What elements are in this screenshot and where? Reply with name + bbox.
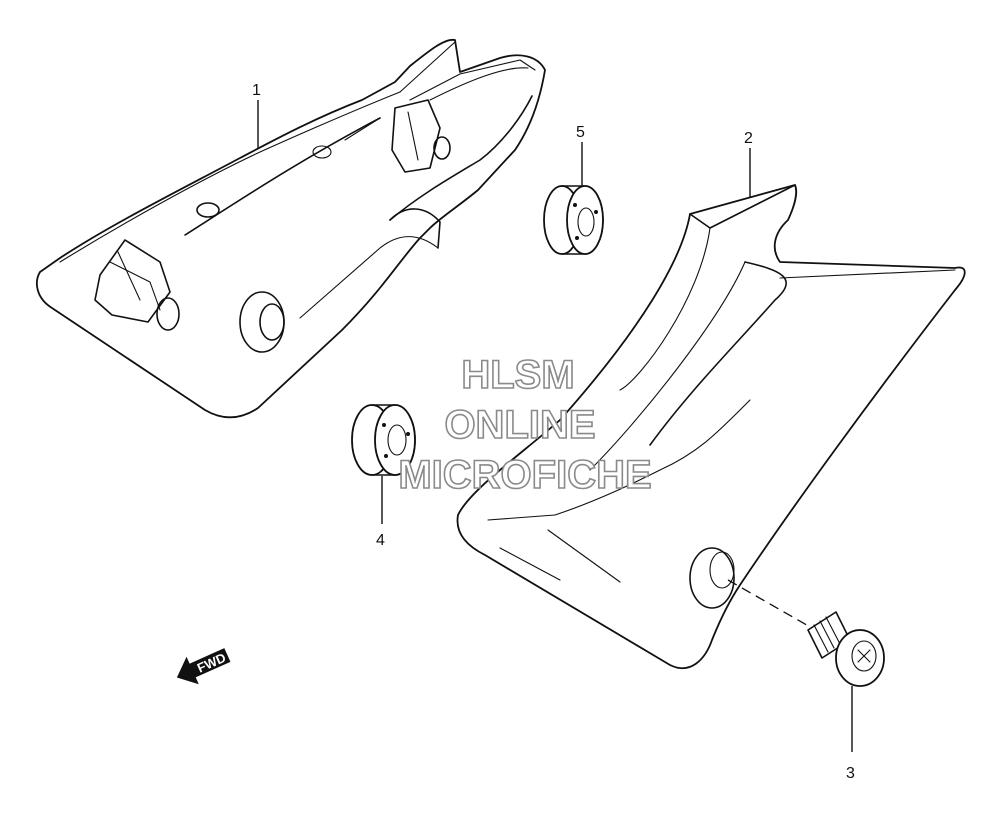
fwd-label: FWD [195,650,228,676]
watermark-line-1: HLSM [461,353,574,397]
fwd-arrow-icon: FWD [176,648,231,685]
watermark-line-3: MICROFICHE [398,453,651,497]
watermark-line-2: ONLINE [444,403,595,447]
callout-1: 1 [252,82,261,99]
callout-3: 3 [846,765,855,782]
callout-4: 4 [376,532,385,549]
callout-2: 2 [744,130,753,147]
part-3-screw [727,579,885,687]
part-5-grommet [543,185,604,255]
part-1-side-cover [36,38,546,419]
part-4-grommet [351,404,416,476]
part-2-side-cover [456,184,966,670]
watermark: HLSM ONLINE MICROFICHE [398,352,653,498]
callout-5: 5 [576,124,585,141]
